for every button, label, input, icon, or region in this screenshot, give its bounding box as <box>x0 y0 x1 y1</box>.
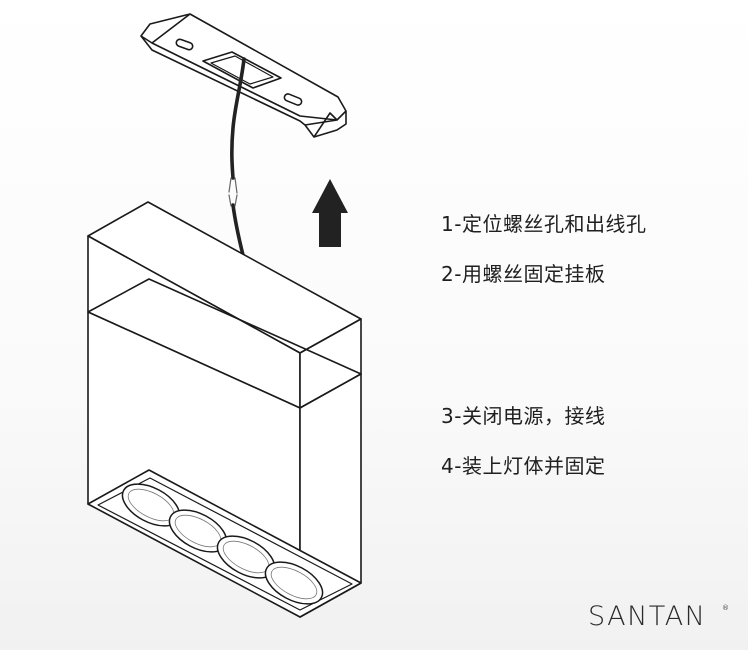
lens-row <box>121 483 324 605</box>
registered-mark: ® <box>722 604 729 612</box>
cable-lower <box>231 203 245 257</box>
lens-4 <box>264 561 324 605</box>
up-arrow-icon <box>312 179 348 247</box>
step-2-label: 2-用螺丝固定挂板 <box>441 262 606 286</box>
step-3-label: 3-关闭电源，接线 <box>441 404 606 428</box>
step-4-label: 4-装上灯体并固定 <box>441 454 606 478</box>
step-1-label: 1-定位螺丝孔和出线孔 <box>441 212 647 236</box>
mounting-plate <box>140 13 347 138</box>
power-cable <box>228 57 246 257</box>
wire-strand-2 <box>234 177 238 194</box>
wire-outlet-inner <box>210 55 274 85</box>
brand-logo: SANTAN <box>588 601 707 632</box>
plate-lip <box>313 112 338 138</box>
wire-strand-3 <box>228 194 232 207</box>
screw-hole-left <box>175 38 194 51</box>
cable-upper <box>230 57 246 180</box>
screw-hole-right <box>283 93 303 106</box>
plate-inner-line <box>151 13 191 44</box>
wire-strand-1 <box>228 177 232 193</box>
lens-1 <box>121 483 181 527</box>
wire-strand-4 <box>234 194 238 207</box>
